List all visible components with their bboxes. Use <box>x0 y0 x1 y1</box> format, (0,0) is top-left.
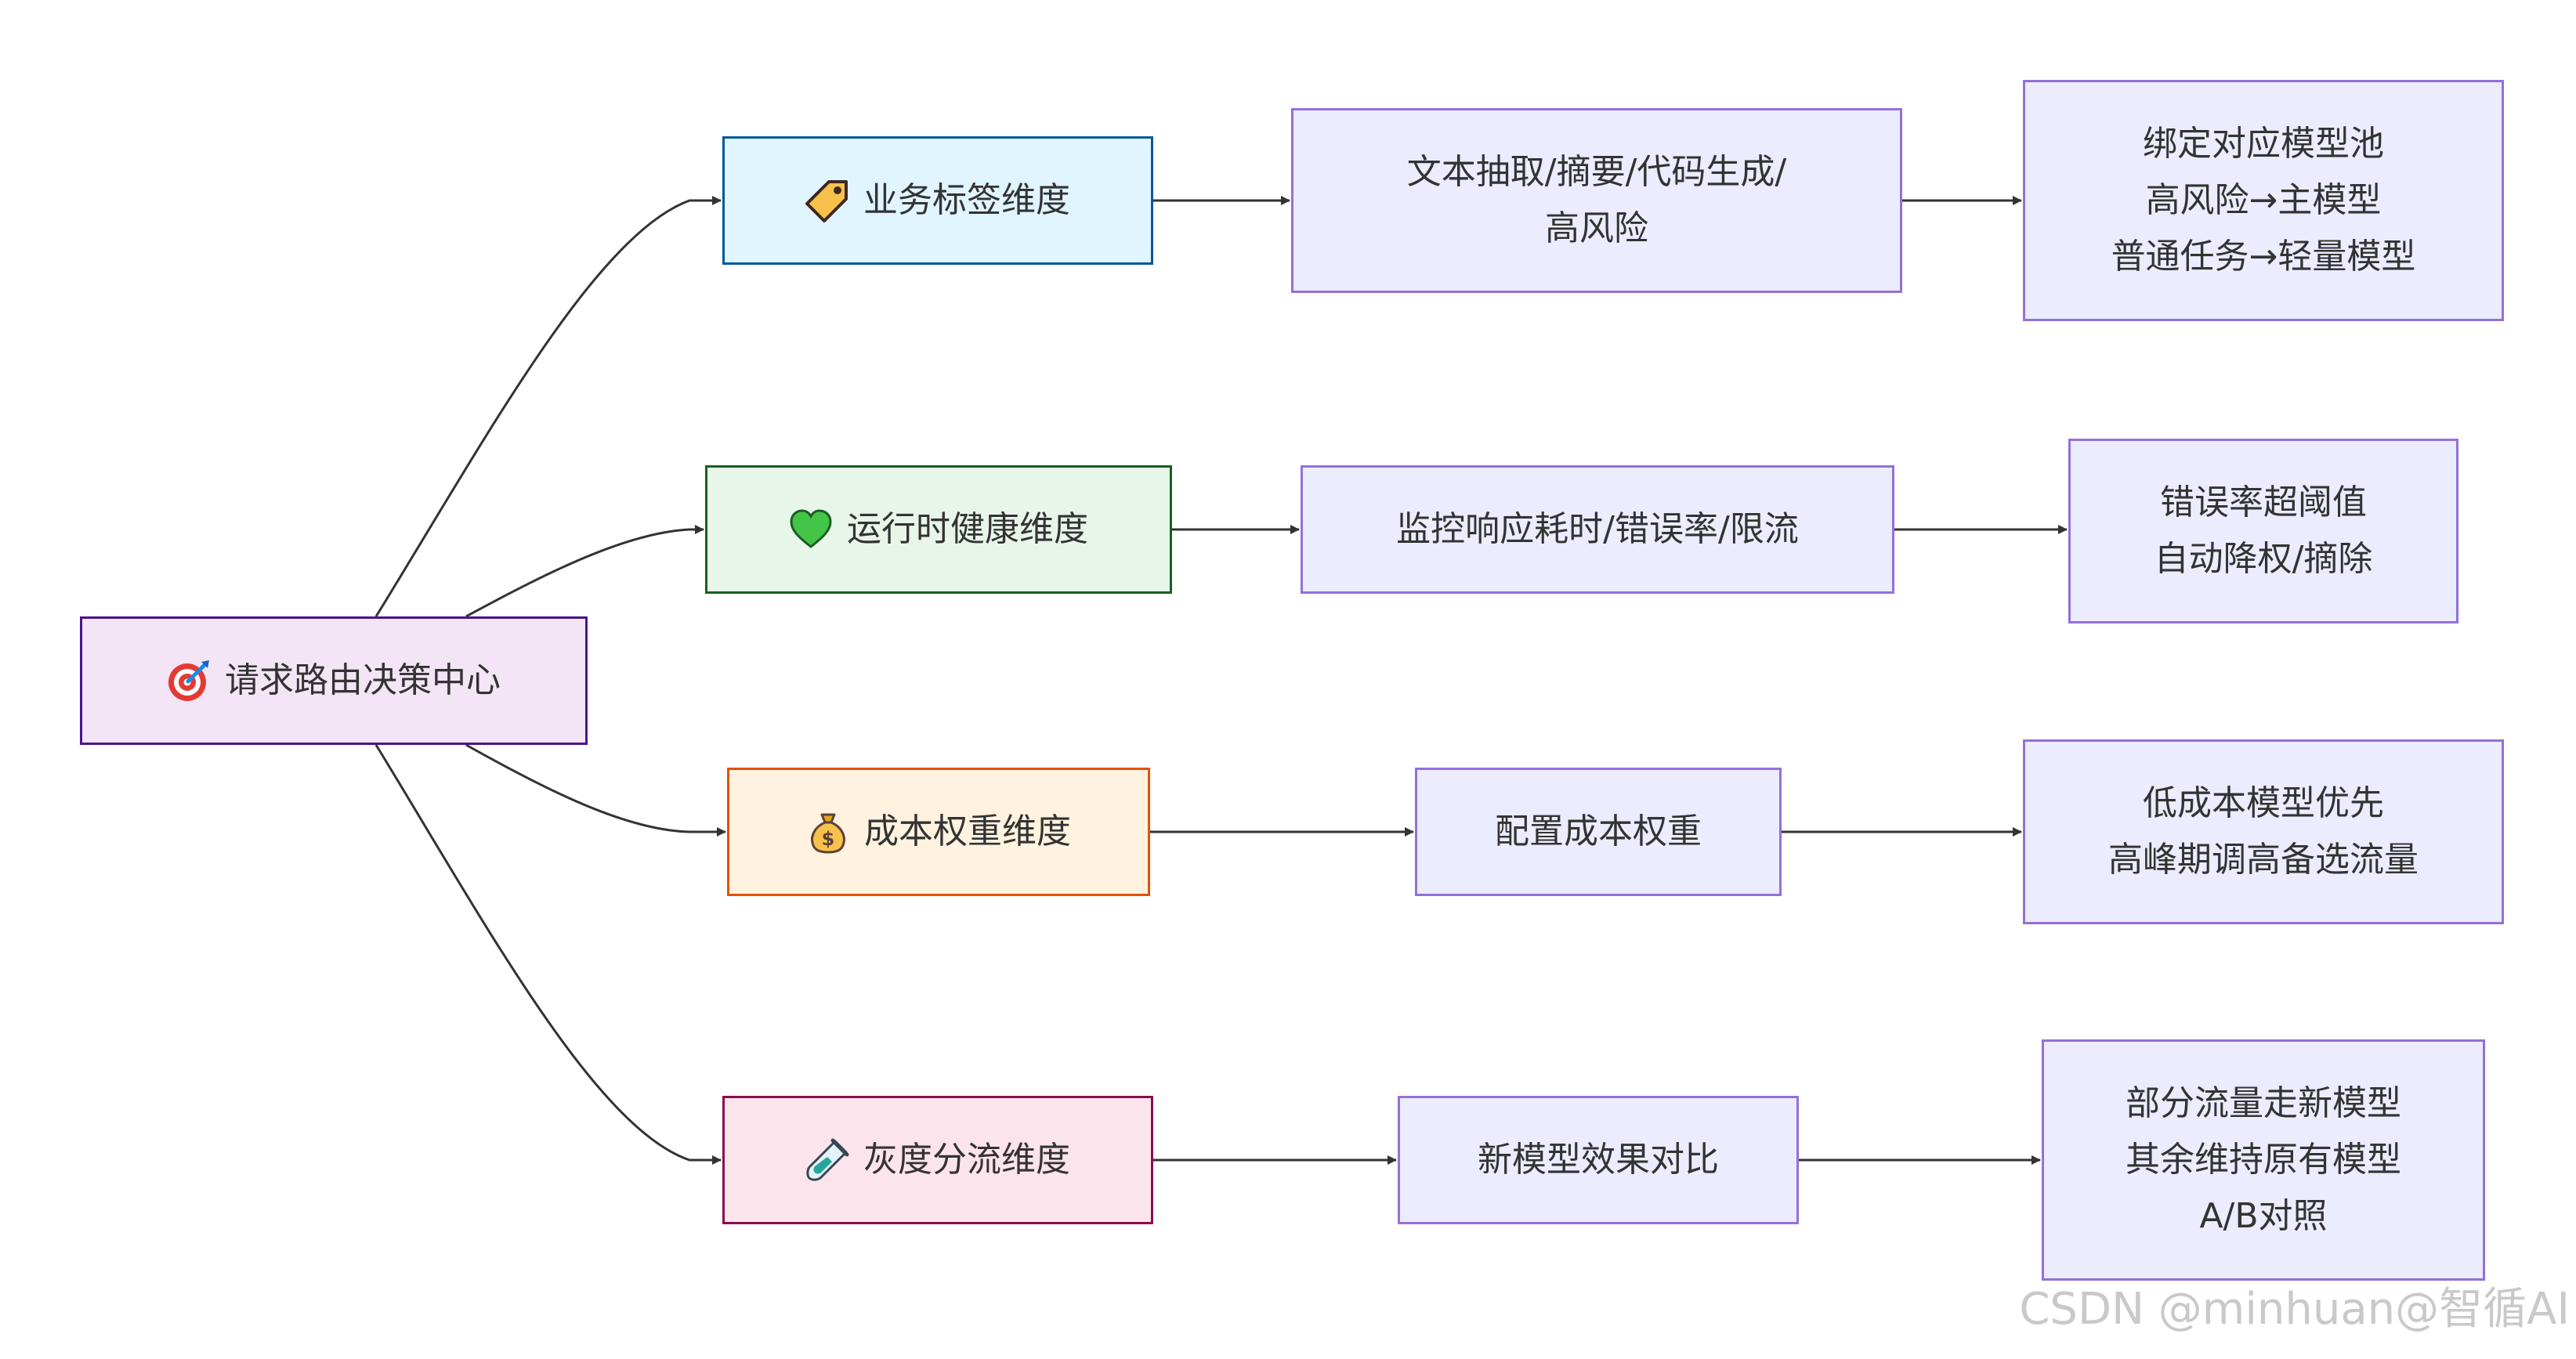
business-tag-step-node: 文本抽取/摘要/代码生成/ 高风险 <box>1291 108 1902 293</box>
cost-weight-step-node: 配置成本权重 <box>1415 768 1782 896</box>
canary-split-result-line-1: 部分流量走新模型 <box>2126 1083 2401 1123</box>
cost-weight-dimension-node: $ 成本权重维度 <box>727 768 1150 896</box>
test-tube-icon <box>805 1138 849 1182</box>
edge-root-to-runtime-health <box>465 525 704 618</box>
business-tag-step-line-1: 文本抽取/摘要/代码生成/ <box>1406 152 1787 192</box>
runtime-health-result-line-1: 错误率超阈值 <box>2159 483 2367 522</box>
runtime-health-step-line-1: 监控响应耗时/错误率/限流 <box>1396 509 1799 549</box>
label-tag-icon <box>805 179 849 222</box>
canary-split-result-node: 部分流量走新模型 其余维持原有模型 A/B对照 <box>2042 1039 2485 1281</box>
cost-weight-dimension-label: 成本权重维度 <box>864 811 1071 851</box>
money-bag-icon: $ <box>806 810 850 854</box>
canary-split-dimension-node: 灰度分流维度 <box>722 1096 1153 1224</box>
business-tag-result-node: 绑定对应模型池 高风险→主模型 普通任务→轻量模型 <box>2023 80 2504 321</box>
edge-root-to-canary <box>374 744 722 1165</box>
edge-root-to-cost-weight <box>465 743 726 837</box>
canary-split-dimension-label: 灰度分流维度 <box>863 1140 1070 1180</box>
canary-split-result-line-3: A/B对照 <box>2199 1196 2328 1236</box>
business-tag-dimension-node: 业务标签维度 <box>722 136 1153 265</box>
cost-weight-result-line-2: 高峰期调高备选流量 <box>2108 840 2419 880</box>
cost-weight-step-line-1: 配置成本权重 <box>1495 811 1702 851</box>
runtime-health-result-node: 错误率超阈值 自动降权/摘除 <box>2068 439 2458 623</box>
business-tag-dimension-label: 业务标签维度 <box>863 180 1070 220</box>
runtime-health-step-node: 监控响应耗时/错误率/限流 <box>1301 465 1894 594</box>
business-tag-step-line-2: 高风险 <box>1544 208 1648 248</box>
svg-text:$: $ <box>822 828 835 850</box>
watermark: CSDN @minhuan@智循AI <box>2019 1284 2570 1335</box>
cost-weight-result-line-1: 低成本模型优先 <box>2143 783 2384 823</box>
target-icon <box>167 659 211 703</box>
business-tag-result-line-1: 绑定对应模型池 <box>2143 124 2384 164</box>
canary-split-result-line-2: 其余维持原有模型 <box>2126 1140 2401 1180</box>
green-heart-icon <box>789 508 833 551</box>
cost-weight-result-node: 低成本模型优先 高峰期调高备选流量 <box>2023 739 2504 924</box>
business-tag-result-line-3: 普通任务→轻量模型 <box>2111 237 2416 276</box>
edge-root-to-business-tag <box>374 196 722 617</box>
business-tag-result-line-2: 高风险→主模型 <box>2145 180 2382 220</box>
canary-split-step-node: 新模型效果对比 <box>1398 1096 1799 1224</box>
runtime-health-dimension-label: 运行时健康维度 <box>847 509 1088 549</box>
runtime-health-result-line-2: 自动降权/摘除 <box>2154 539 2373 579</box>
runtime-health-dimension-node: 运行时健康维度 <box>705 465 1172 594</box>
canary-split-step-line-1: 新模型效果对比 <box>1478 1140 1719 1180</box>
root-node-label: 请求路由决策中心 <box>225 660 501 700</box>
root-node: 请求路由决策中心 <box>80 616 588 745</box>
